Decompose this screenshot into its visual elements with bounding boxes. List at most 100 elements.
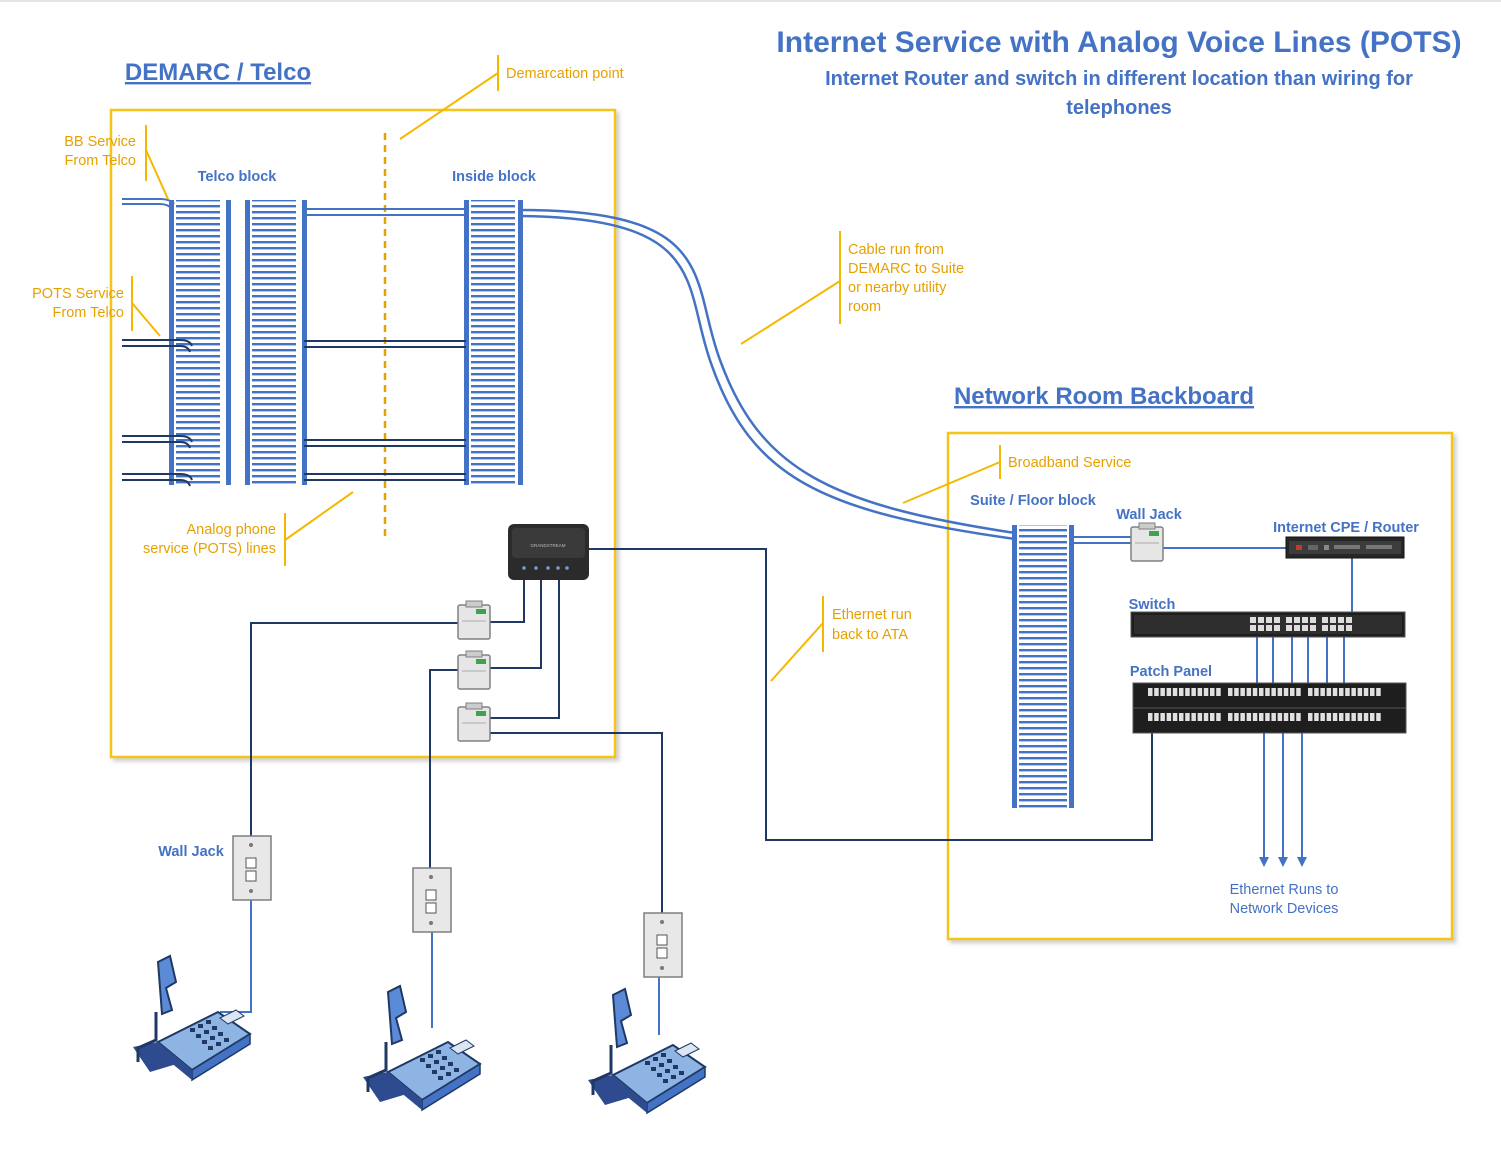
- patch-port: [1210, 713, 1215, 721]
- switch-port: [1322, 617, 1328, 623]
- patch-port: [1154, 713, 1159, 721]
- ethernet-run-arrows: [1259, 732, 1307, 867]
- wall-jack-1[interactable]: [232, 835, 272, 901]
- patch-port: [1290, 688, 1295, 696]
- phone-1-icon: [131, 954, 252, 1082]
- pots-service-wires: [122, 339, 193, 487]
- bb-service-wires: [122, 198, 175, 210]
- demarcation-point-callout: Demarcation point: [506, 66, 624, 82]
- patch-port: [1210, 688, 1215, 696]
- suite-to-walljack-wires: [1072, 536, 1132, 544]
- callout-lines: [131, 55, 1001, 682]
- patch-port: [1166, 713, 1172, 721]
- switch-port: [1266, 625, 1272, 631]
- phone-3-icon: [586, 987, 707, 1115]
- pots-cross-connects: [304, 340, 466, 481]
- ethernet-run-to-ata: [589, 548, 1153, 841]
- patch-port: [1246, 688, 1252, 696]
- ethernet-runs-label-line1: Ethernet Runs to: [1230, 882, 1339, 898]
- telco-block-label: Telco block: [198, 169, 278, 185]
- patch-port: [1376, 713, 1381, 721]
- patch-port: [1326, 713, 1332, 721]
- ethernet-run-callout-line1: Ethernet run: [832, 607, 912, 623]
- wall-jack-2[interactable]: [412, 867, 452, 933]
- switch-port: [1266, 617, 1272, 623]
- patch-port: [1252, 688, 1258, 696]
- patch-port: [1290, 713, 1295, 721]
- telco-block: [169, 200, 307, 485]
- patch-port: [1197, 688, 1203, 696]
- patch-port: [1252, 713, 1258, 721]
- patch-port: [1332, 688, 1338, 696]
- diagram-title: Internet Service with Analog Voice Lines…: [776, 26, 1461, 59]
- cable-run-callout-line4: room: [848, 299, 881, 315]
- switch-port: [1250, 625, 1256, 631]
- ethernet-run-callout-line2: back to ATA: [832, 627, 908, 643]
- patch-port: [1148, 688, 1153, 696]
- broadband-service-callout: Broadband Service: [1008, 455, 1131, 471]
- patch-port: [1160, 688, 1165, 696]
- patch-port: [1154, 688, 1159, 696]
- patch-port: [1320, 688, 1325, 696]
- patch-port: [1283, 713, 1289, 721]
- patch-port: [1351, 688, 1356, 696]
- network-switch[interactable]: [1130, 611, 1406, 638]
- patch-port: [1370, 688, 1375, 696]
- patch-port: [1277, 713, 1283, 721]
- patch-port: [1332, 713, 1338, 721]
- patch-port: [1271, 688, 1276, 696]
- network-room-wall-jack[interactable]: [1130, 522, 1164, 562]
- switch-port: [1322, 625, 1328, 631]
- patch-port: [1228, 688, 1233, 696]
- patch-port: [1166, 688, 1172, 696]
- patch-port: [1345, 713, 1350, 721]
- patch-port: [1179, 713, 1184, 721]
- patch-port: [1265, 688, 1270, 696]
- cable-run-callout-line2: DEMARC to Suite: [848, 261, 964, 277]
- patch-port: [1228, 713, 1233, 721]
- patch-port: [1265, 713, 1270, 721]
- bb-cross-connect: [304, 208, 466, 216]
- internet-cpe-router[interactable]: [1285, 536, 1405, 559]
- patch-port: [1326, 688, 1332, 696]
- patch-panel[interactable]: [1132, 682, 1407, 734]
- switch-port: [1294, 625, 1300, 631]
- patch-panel-label: Patch Panel: [1130, 664, 1212, 680]
- ata-line-1-jack[interactable]: [457, 600, 491, 640]
- suite-floor-block-label: Suite / Floor block: [970, 493, 1097, 509]
- switch-port: [1346, 625, 1352, 631]
- wall-jack-to-phone-wires: [220, 900, 660, 1035]
- patch-port: [1185, 713, 1190, 721]
- patch-port: [1370, 713, 1375, 721]
- patch-port: [1308, 713, 1313, 721]
- patch-port: [1320, 713, 1325, 721]
- switch-port: [1274, 625, 1280, 631]
- patch-port: [1203, 713, 1209, 721]
- ata-to-jack-wires: [490, 580, 560, 719]
- switch-port: [1330, 617, 1336, 623]
- ata-line-3-jack[interactable]: [457, 702, 491, 742]
- patch-port: [1296, 688, 1301, 696]
- switch-port: [1338, 617, 1344, 623]
- switch-port: [1258, 617, 1264, 623]
- suite-floor-block: [1012, 525, 1074, 808]
- patch-port: [1172, 688, 1178, 696]
- analog-lines-callout-line1: Analog phone: [187, 522, 277, 538]
- ata-line-2-jack[interactable]: [457, 650, 491, 690]
- switch-port: [1286, 625, 1292, 631]
- patch-port: [1308, 688, 1313, 696]
- switch-port: [1274, 617, 1280, 623]
- patch-port: [1339, 713, 1344, 721]
- patch-port: [1234, 713, 1239, 721]
- router-label: Internet CPE / Router: [1273, 520, 1419, 536]
- diagram-subtitle-line2: telephones: [1066, 97, 1172, 119]
- patch-port: [1234, 688, 1239, 696]
- patch-port: [1203, 688, 1209, 696]
- switch-port: [1330, 625, 1336, 631]
- ata-device[interactable]: GRANDSTREAM: [508, 524, 589, 580]
- patch-port: [1197, 713, 1203, 721]
- patch-port: [1339, 688, 1344, 696]
- switch-port: [1250, 617, 1256, 623]
- wall-jack-3[interactable]: [643, 912, 683, 978]
